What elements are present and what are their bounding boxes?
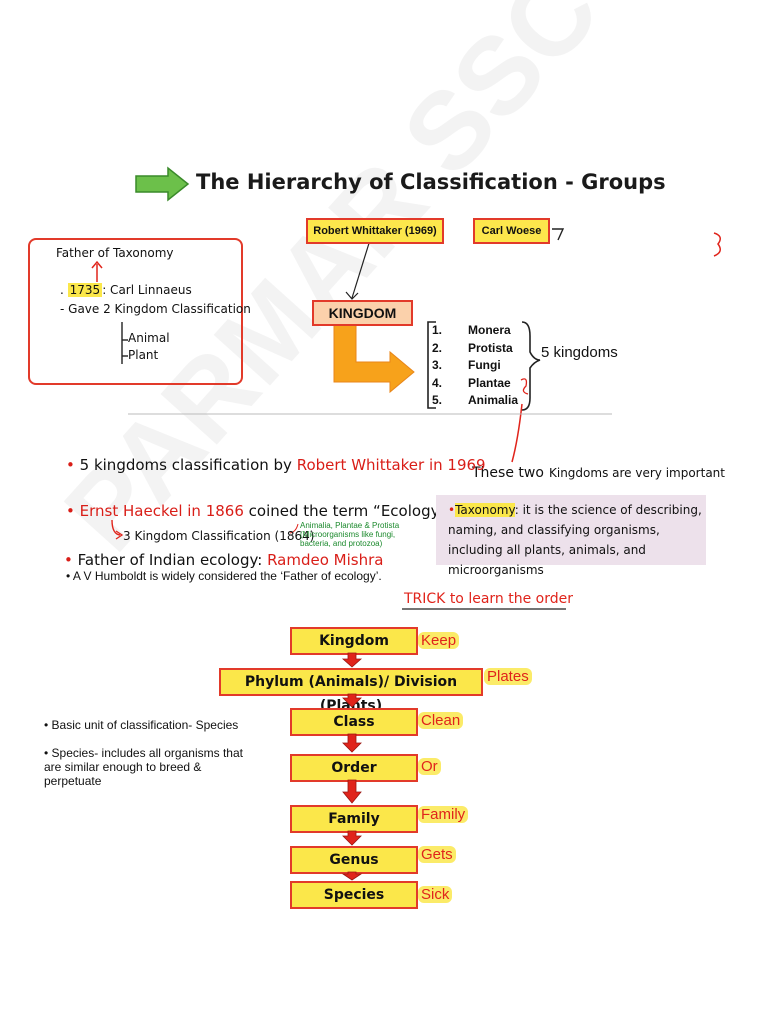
linnaeus-name: : Carl Linnaeus <box>102 283 192 297</box>
kingdom-box: KINGDOM <box>312 300 413 326</box>
important-text: Kingdoms are very important <box>549 466 725 480</box>
bullet-whittaker-red: Robert Whittaker in 1969 <box>296 456 486 474</box>
kingdom-number: 5. <box>432 393 443 407</box>
taxonomy-definition-box: •Taxonomy: it is the science of describi… <box>436 495 706 577</box>
bullet-haeckel: • Ernst Haeckel in 1866 coined the term … <box>66 502 448 520</box>
kingdom-protista: Protista <box>468 340 513 355</box>
kingdom-number: 4. <box>432 375 443 390</box>
down-arrow-icon <box>341 652 363 668</box>
mnemonic-sick: Sick <box>418 886 453 903</box>
whittaker-box: Robert Whittaker (1969) <box>306 218 444 244</box>
down-arrow-icon <box>342 830 362 846</box>
father-of-taxonomy-box <box>28 238 243 385</box>
important-note: These two Kingdoms are very important <box>472 462 725 481</box>
bullet-haeckel-red: Ernst Haeckel in 1866 <box>79 502 244 520</box>
three-kingdom-line: 3 Kingdom Classification (1864) <box>123 529 315 543</box>
basic-unit-note: • Basic unit of classification- Species <box>44 718 239 732</box>
mnemonic-or: Or <box>418 758 441 775</box>
down-arrow-icon <box>342 779 362 804</box>
bullet-haeckel-rest: coined the term “Ecology” <box>248 502 448 520</box>
taxonomy-text: : it is the science of describing, namin… <box>448 503 702 577</box>
linnaeus-line: . 1735: Carl Linnaeus <box>60 283 192 297</box>
humboldt-note: • A V Humboldt is widely considered the … <box>66 569 382 583</box>
plant-item: Plant <box>128 348 159 362</box>
kingdom-animalia: Animalia <box>468 393 519 407</box>
bullet-indian-red: Ramdeo Mishra <box>267 551 384 569</box>
two-kingdom-line: - Gave 2 Kingdom Classification <box>60 302 251 316</box>
year-badge: 1735 <box>67 283 103 297</box>
kingdom-number: 2. <box>432 340 443 355</box>
kingdom-number: 1. <box>432 323 443 337</box>
two-kingdom-text: Gave 2 Kingdom Classification <box>68 302 251 316</box>
mnemonic-keep: Keep <box>418 632 460 649</box>
kingdom-names: Monera Protista Fungi Plantae Animalia <box>468 322 518 410</box>
down-arrow-icon <box>342 733 362 753</box>
taxonomy-term: Taxonomy <box>455 503 515 517</box>
woese-box: Carl Woese <box>473 218 550 244</box>
down-arrow-icon <box>342 693 362 708</box>
important-prefix: These two <box>472 465 544 481</box>
species-note: • Species- includes all organisms that a… <box>44 746 243 788</box>
orange-arrow-icon <box>333 323 415 394</box>
kingdom-monera: Monera <box>468 323 511 337</box>
three-kingdom-note: Animalia, Plantae & Protista (Microorgan… <box>300 521 400 548</box>
kingdom-fungi: Fungi <box>468 358 501 372</box>
down-arrow-icon <box>341 871 363 881</box>
kingdom-plantae: Plantae <box>468 375 511 390</box>
bullet-indian-prefix: Father of Indian ecology: <box>77 551 263 569</box>
bullet-indian-ecology: • Father of Indian ecology: Ramdeo Mishr… <box>64 551 384 569</box>
mnemonic-gets: Gets <box>418 846 456 863</box>
trick-label: TRICK to learn the order <box>404 591 573 607</box>
father-of-taxonomy-heading: Father of Taxonomy <box>56 246 174 260</box>
mnemonic-plates: Plates <box>484 668 532 685</box>
kingdom-number: 3. <box>432 358 443 372</box>
page-title: The Hierarchy of Classification - Groups <box>196 170 666 194</box>
animal-item: Animal <box>128 331 170 345</box>
mnemonic-family: Family <box>418 806 469 823</box>
kingdom-numbers: 1. 2. 3. 4. 5. <box>432 322 442 410</box>
bullet-whittaker: • 5 kingdoms classification by Robert Wh… <box>66 456 486 474</box>
rank-kingdom-box: Kingdom <box>290 627 418 655</box>
rank-order-box: Order <box>290 754 418 782</box>
bullet-whittaker-prefix: 5 kingdoms classification by <box>79 456 292 474</box>
five-kingdoms-label: 5 kingdoms <box>541 344 618 361</box>
green-arrow-icon <box>135 166 190 202</box>
mnemonic-clean: Clean <box>418 712 464 729</box>
rank-species-box: Species <box>290 881 418 909</box>
